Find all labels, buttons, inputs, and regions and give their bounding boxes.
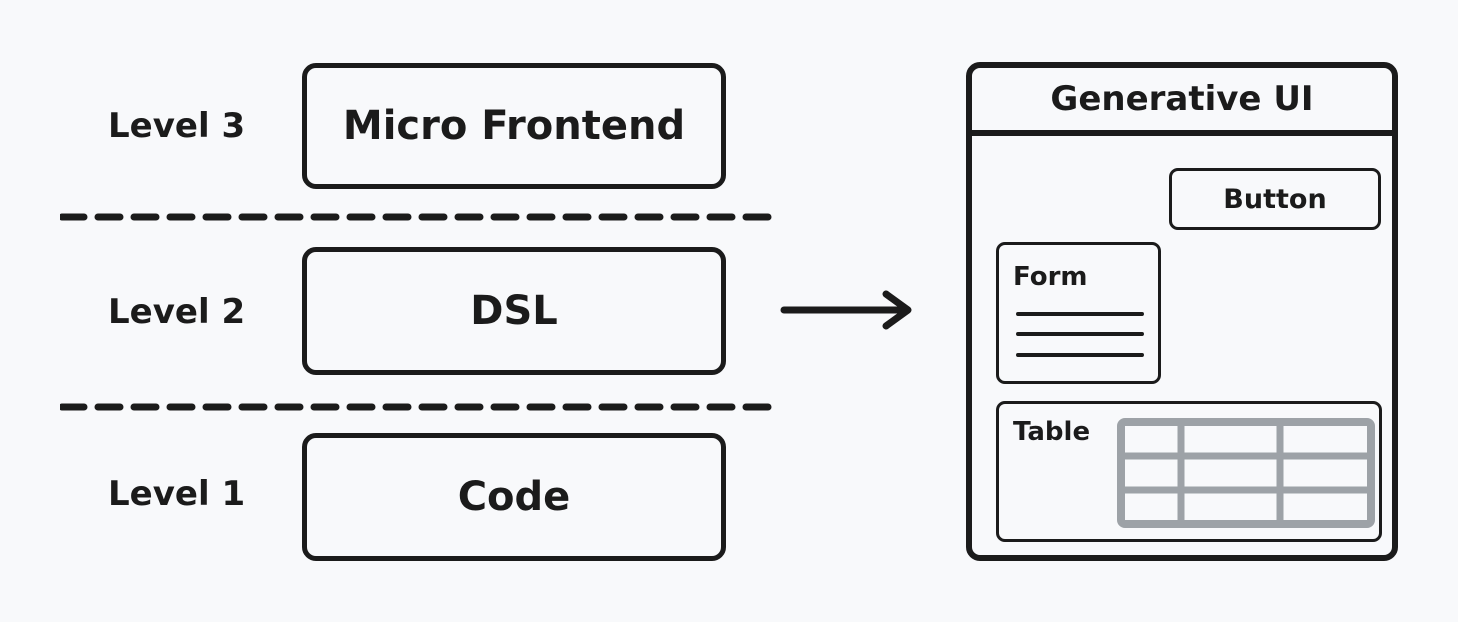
table-label: Table — [1013, 417, 1091, 447]
dsl-box: DSL — [302, 247, 726, 375]
generative-ui-frame: Generative UI Button Form Table — [966, 62, 1398, 561]
generative-ui-title: Generative UI — [972, 68, 1392, 136]
form-label: Form — [1013, 262, 1088, 292]
code-box: Code — [302, 433, 726, 561]
form-line — [1016, 353, 1144, 357]
table-grid-icon — [1117, 418, 1375, 528]
form-line — [1016, 312, 1144, 316]
level-3-label: Level 3 — [108, 106, 246, 146]
dashed-divider-upper — [60, 213, 775, 221]
mock-form: Form — [996, 242, 1161, 384]
micro-frontend-box: Micro Frontend — [302, 63, 726, 189]
level-1-label: Level 1 — [108, 474, 246, 514]
form-line — [1016, 332, 1144, 336]
mock-table: Table — [996, 401, 1382, 542]
dashed-divider-lower — [60, 403, 775, 411]
right-arrow-icon — [780, 290, 912, 330]
level-2-label: Level 2 — [108, 292, 246, 332]
mock-button: Button — [1169, 168, 1381, 230]
